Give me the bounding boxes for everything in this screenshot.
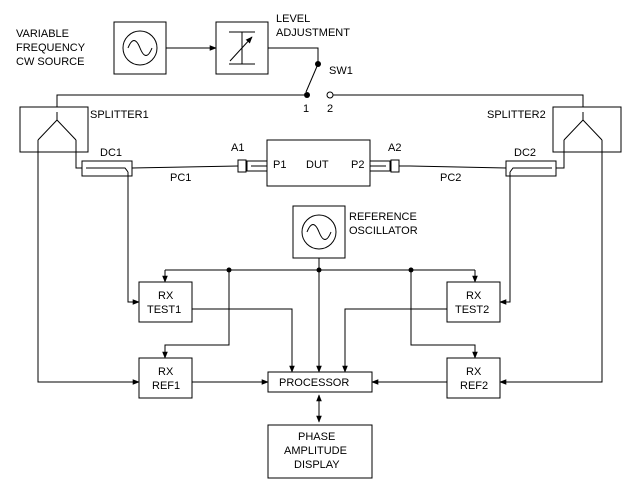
pc2-label: PC2	[440, 172, 461, 184]
dc1-label: DC1	[100, 147, 122, 159]
rx-test2-line1: RX	[466, 290, 482, 302]
dc2-label: DC2	[514, 147, 536, 159]
splitter2-box	[552, 106, 622, 153]
switch-pos2: 2	[327, 103, 333, 115]
source-label-line2: FREQUENCY	[16, 42, 86, 54]
rx-test1-box	[138, 281, 193, 323]
a2-connector	[390, 159, 400, 173]
display-line3: DISPLAY	[294, 459, 340, 471]
sine-wave	[127, 40, 153, 56]
processor-label: PROCESSOR	[279, 377, 349, 389]
dut-label: DUT	[306, 159, 329, 171]
level-label-line1: LEVEL	[276, 13, 310, 25]
rx-ref1-line1: RX	[158, 366, 174, 378]
source-label-line3: CW SOURCE	[16, 56, 84, 68]
a1-connector	[237, 159, 247, 173]
reference-label-line2: OSCILLATOR	[349, 225, 418, 237]
switch-contact-2	[326, 91, 334, 99]
dut-box	[266, 139, 371, 187]
reference-sine-icon	[301, 214, 337, 250]
rx-test2-line2: TEST2	[455, 304, 489, 316]
splitter2-symbol	[563, 112, 603, 148]
switch-blade	[305, 63, 319, 93]
rx-ref2-box	[446, 357, 501, 399]
a1-label: A1	[231, 142, 244, 154]
switch-label: SW1	[329, 65, 353, 77]
display-line1: PHASE	[298, 431, 335, 443]
a2-label: A2	[388, 142, 401, 154]
lo-junction-center	[316, 267, 322, 273]
rx-ref2-line2: REF2	[460, 380, 488, 392]
attenuator-icon	[229, 31, 255, 65]
switch-pos1: 1	[303, 103, 309, 115]
display-line2: AMPLITUDE	[284, 445, 347, 457]
rx-ref2-line1: RX	[466, 366, 482, 378]
sine-icon	[122, 30, 158, 66]
dut-port1-label: P1	[273, 159, 286, 171]
splitter1-symbol	[37, 112, 77, 148]
level-label-line2: ADJUSTMENT	[276, 27, 350, 39]
splitter1-label: SPLITTER1	[90, 109, 149, 121]
dut-port2-label: P2	[351, 159, 364, 171]
rx-test2-box	[446, 281, 501, 323]
switch-contact-1	[304, 92, 310, 98]
rx-test1-line1: RX	[158, 290, 174, 302]
splitter1-box	[19, 106, 89, 153]
rx-ref1-box	[138, 357, 193, 399]
splitter2-label: SPLITTER2	[487, 109, 546, 121]
rx-ref1-line2: REF1	[152, 380, 180, 392]
reference-label-line1: REFERENCE	[349, 211, 417, 223]
display-box	[267, 424, 373, 479]
rx-test1-line2: TEST1	[147, 304, 181, 316]
source-label-line1: VARIABLE	[16, 28, 69, 40]
pc1-label: PC1	[170, 172, 191, 184]
